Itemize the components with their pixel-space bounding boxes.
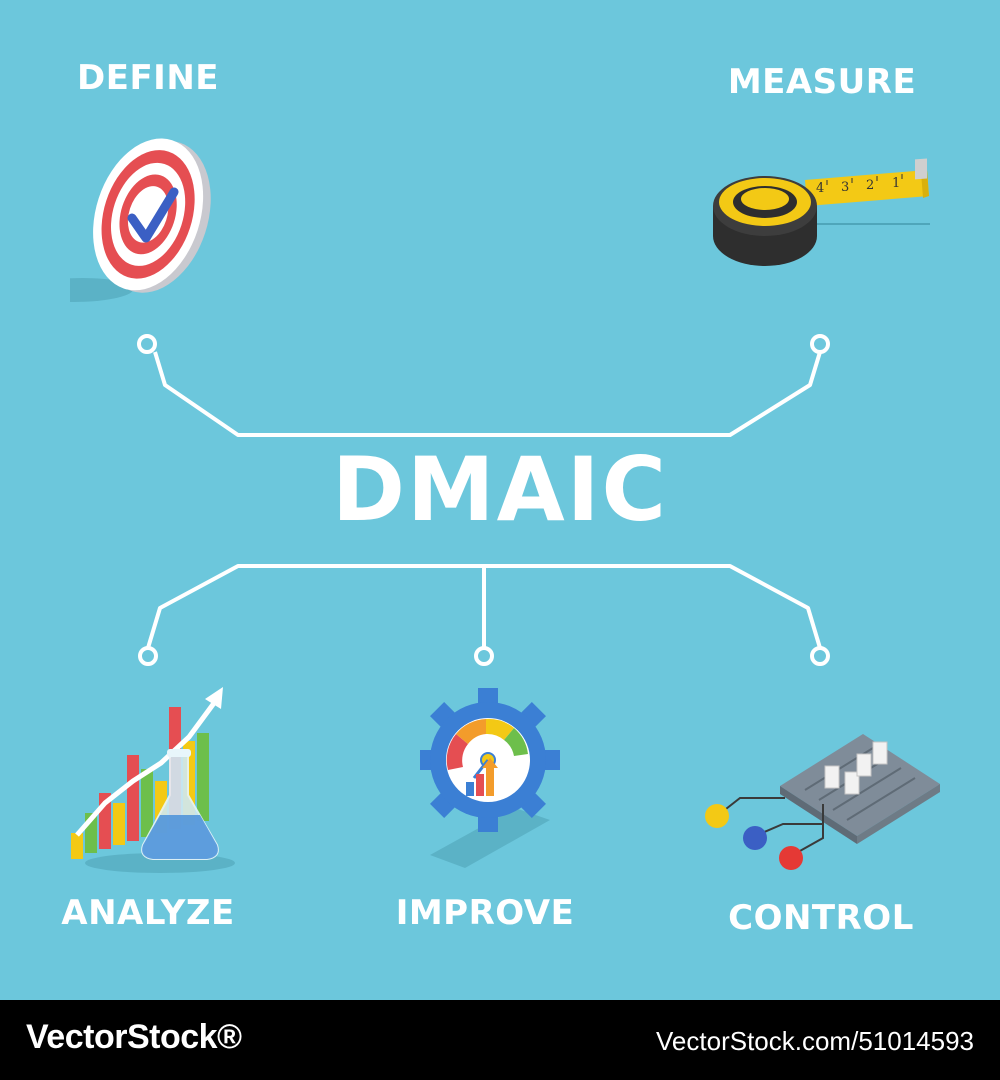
label-improve: IMPROVE: [395, 893, 575, 933]
label-control: CONTROL: [728, 898, 914, 938]
footer-brand: VectorStock®: [26, 1018, 242, 1056]
tape-mark-2: 2: [866, 178, 874, 193]
target-check-icon: [70, 138, 211, 302]
label-measure: MEASURE: [727, 62, 917, 102]
connector-control: [500, 564, 822, 649]
tape-mark-4: 4: [816, 181, 824, 196]
node-control: [810, 646, 830, 666]
footer-bar: VectorStock® VectorStock.com/51014593: [0, 1000, 1000, 1080]
footer-id: VectorStock.com/51014593: [656, 1026, 974, 1056]
connector-lines: [137, 334, 830, 666]
tape-mark-3: 3: [841, 180, 849, 195]
node-improve: [474, 646, 494, 666]
connector-measure: [500, 351, 822, 437]
label-define: DEFINE: [76, 58, 220, 98]
tape-mark-1: 1: [892, 176, 900, 191]
chart-flask-icon: [71, 687, 235, 873]
connector-analyze: [146, 564, 500, 649]
node-define: [137, 334, 157, 354]
node-measure: [810, 334, 830, 354]
connector-define: [153, 351, 500, 437]
tape-measure-icon: 4 3 2 1: [713, 158, 930, 266]
gear-gauge-icon: [420, 688, 560, 868]
diagram-canvas: DMAIC DEFINE MEASURE ANALYZE IMPROVE CON…: [0, 0, 1000, 1000]
control-panel-icon: [705, 734, 940, 870]
node-analyze: [138, 646, 158, 666]
label-analyze: ANALYZE: [61, 893, 235, 933]
diagram-title: DMAIC: [331, 438, 669, 541]
